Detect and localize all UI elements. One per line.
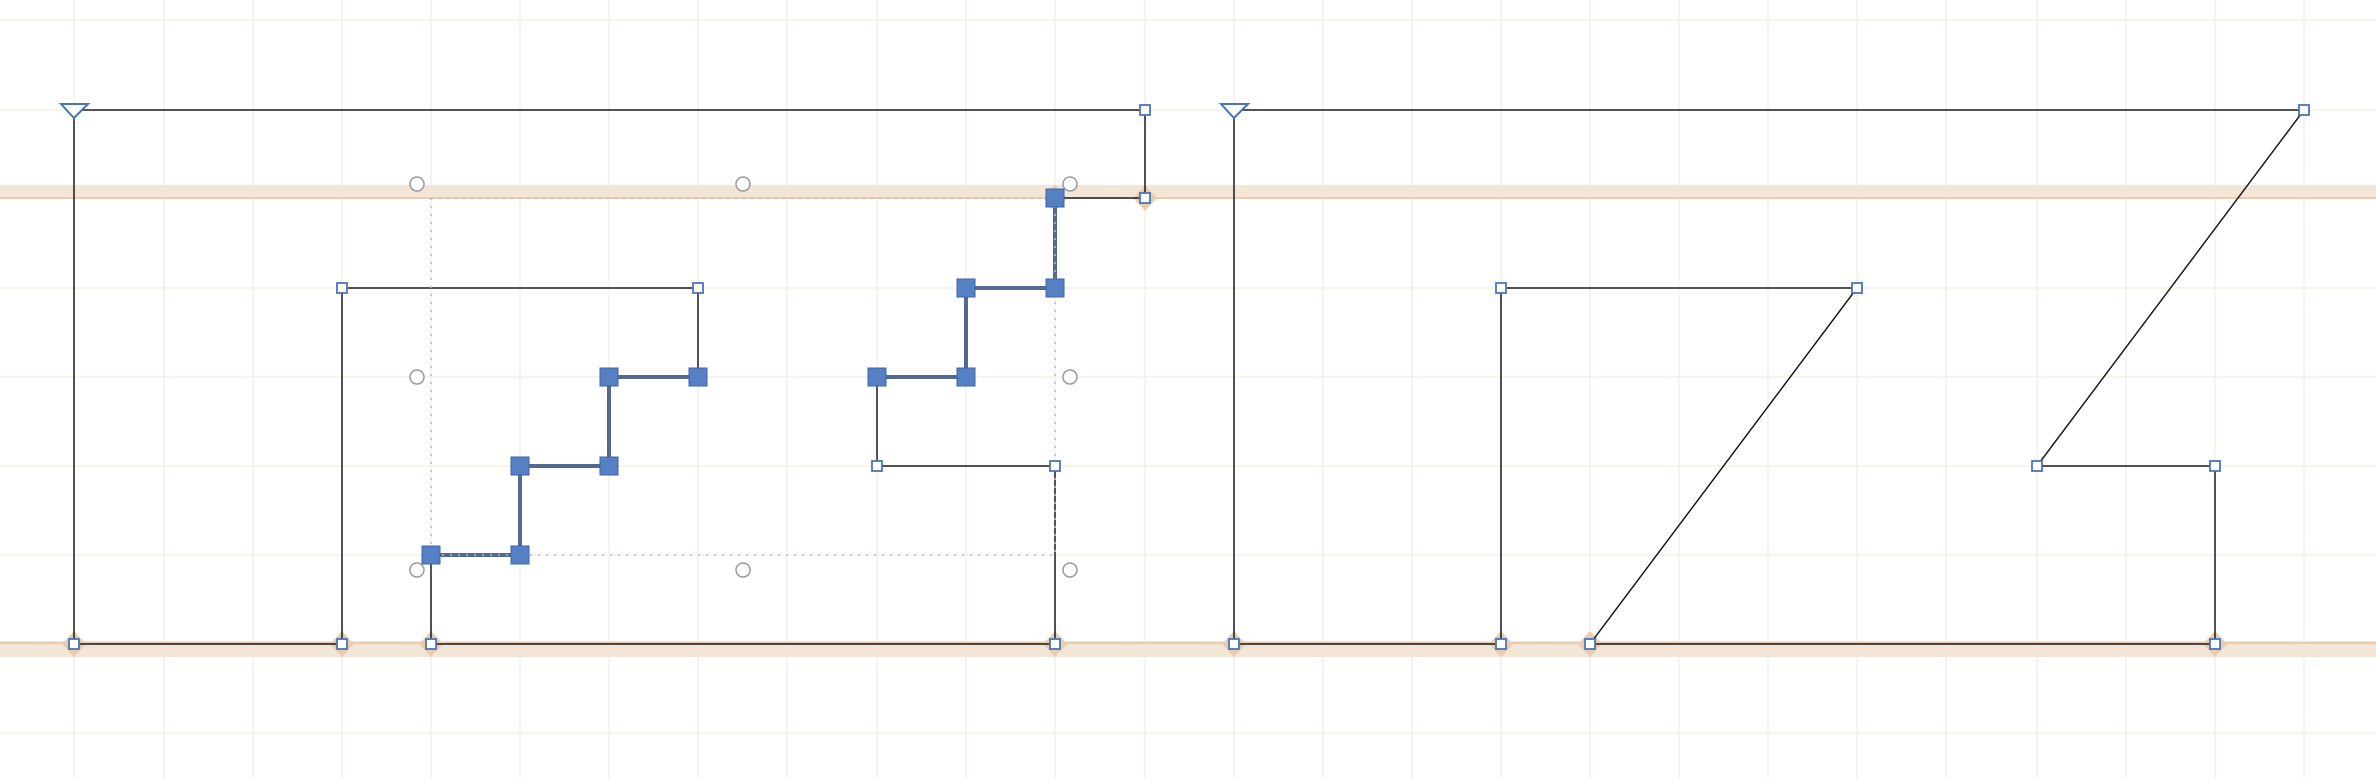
selection-bounding-box[interactable]: [430, 197, 1056, 556]
square-point-icon[interactable]: [68, 638, 80, 650]
filled-square-point-icon[interactable]: [956, 367, 976, 387]
transform-handle-middle-left-icon[interactable]: [409, 369, 425, 385]
metric-guides: [0, 185, 2376, 657]
square-point-icon[interactable]: [1049, 638, 1061, 650]
filled-square-point-icon[interactable]: [599, 456, 619, 476]
square-point-icon[interactable]: [425, 638, 437, 650]
x-height-guide-band: [0, 185, 2376, 199]
square-point-icon[interactable]: [2031, 460, 2043, 472]
square-point-icon[interactable]: [336, 282, 348, 294]
filled-square-point-icon[interactable]: [688, 367, 708, 387]
square-point-icon[interactable]: [1139, 104, 1151, 116]
on-curve-points[interactable]: [68, 104, 2310, 650]
filled-square-point-icon[interactable]: [956, 278, 976, 298]
transform-handles[interactable]: [409, 176, 1078, 578]
square-point-icon[interactable]: [2298, 104, 2310, 116]
square-point-icon[interactable]: [2209, 460, 2221, 472]
square-point-icon[interactable]: [1228, 638, 1240, 650]
start-points[interactable]: [58, 103, 1251, 120]
transform-handle-bottom-left-icon[interactable]: [409, 562, 425, 578]
transform-handle-middle-right-icon[interactable]: [1062, 369, 1078, 385]
transform-handle-bottom-center-icon[interactable]: [735, 562, 751, 578]
filled-square-point-icon[interactable]: [867, 367, 887, 387]
square-point-icon[interactable]: [1139, 192, 1151, 204]
square-point-icon[interactable]: [1584, 638, 1596, 650]
square-point-icon[interactable]: [871, 460, 883, 472]
square-point-icon[interactable]: [1851, 282, 1863, 294]
square-point-icon[interactable]: [2209, 638, 2221, 650]
filled-square-point-icon[interactable]: [421, 545, 441, 565]
transform-handle-top-left-icon[interactable]: [409, 176, 425, 192]
selected-points[interactable]: [421, 188, 1065, 565]
transform-handle-bottom-right-icon[interactable]: [1062, 562, 1078, 578]
triangle-start-icon[interactable]: [58, 103, 91, 120]
filled-square-point-icon[interactable]: [510, 545, 530, 565]
transform-handle-top-right-icon[interactable]: [1062, 176, 1078, 192]
selected-segment-left-stair[interactable]: [431, 375, 698, 557]
filled-square-point-icon[interactable]: [1045, 278, 1065, 298]
square-point-icon[interactable]: [1495, 282, 1507, 294]
square-point-icon[interactable]: [692, 282, 704, 294]
square-point-icon[interactable]: [1495, 638, 1507, 650]
filled-square-point-icon[interactable]: [599, 367, 619, 387]
triangle-start-icon[interactable]: [1218, 103, 1251, 120]
square-point-icon[interactable]: [1049, 460, 1061, 472]
filled-square-point-icon[interactable]: [1045, 188, 1065, 208]
transform-handle-top-center-icon[interactable]: [735, 176, 751, 192]
baseline-guide-band: [0, 641, 2376, 657]
filled-square-point-icon[interactable]: [510, 456, 530, 476]
square-point-icon[interactable]: [336, 638, 348, 650]
